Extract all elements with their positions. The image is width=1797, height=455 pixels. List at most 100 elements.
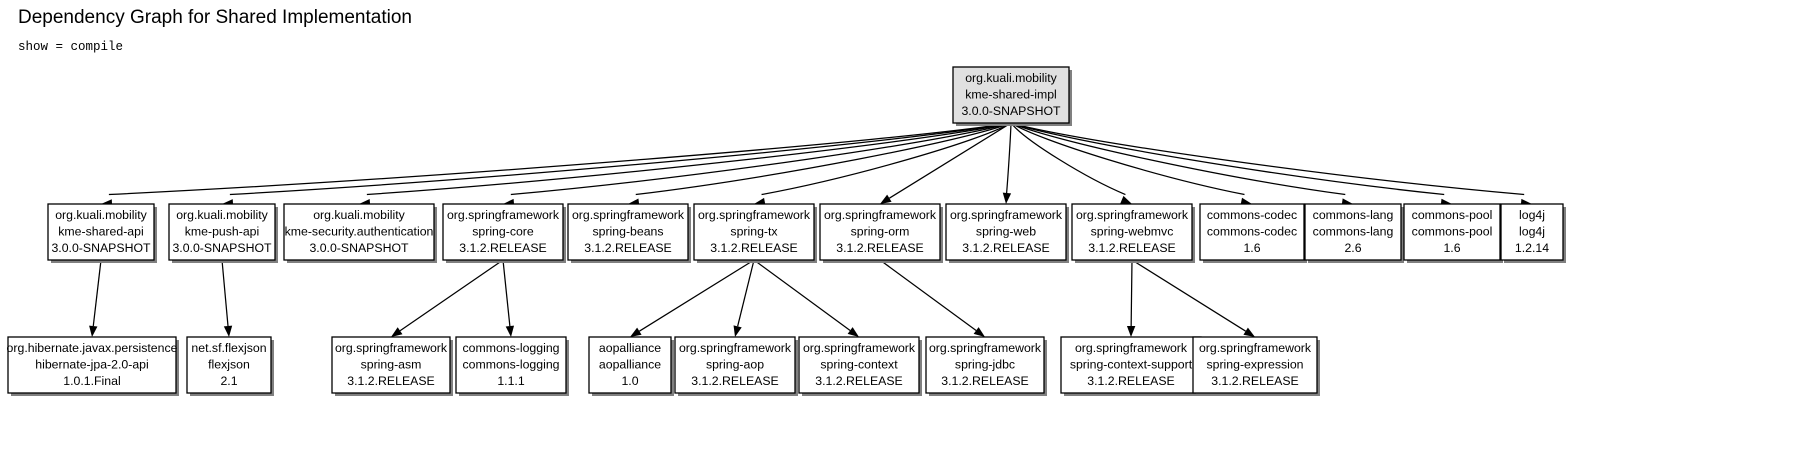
edge-spring-core-to-commons-logging [502,259,515,337]
edge-kme-shared-impl-to-spring-orm [880,122,1012,204]
arrow-head [1120,195,1132,204]
graph-node-spring-context[interactable]: org.springframeworkspring-context3.1.2.R… [798,336,922,396]
graph-node-hibernate-jpa-2.0-api[interactable]: org.hibernate.javax.persistencehibernate… [7,336,179,396]
node-box[interactable] [1304,203,1402,261]
node-group-id: org.springframework [950,208,1063,222]
node-artifact-id: spring-context-support [1070,357,1193,371]
node-box[interactable] [1500,203,1564,261]
edge-spring-tx-to-aopalliance [630,259,755,337]
node-artifact-id: commons-pool [1412,224,1493,238]
node-artifact-id: kme-security.authentication [285,224,434,238]
graph-node-spring-context-support[interactable]: org.springframework spring-context-suppor… [1060,336,1204,396]
node-artifact-id: commons-lang [1313,224,1394,238]
node-version: 3.1.2.RELEASE [347,374,435,388]
node-box[interactable] [442,203,564,261]
node-artifact-id: commons-logging [462,357,559,371]
edge-kme-shared-impl-to-spring-webmvc [1010,122,1132,204]
node-version: 3.1.2.RELEASE [459,241,547,255]
node-version: 3.1.2.RELEASE [1211,374,1299,388]
node-box[interactable] [186,336,272,394]
graph-node-spring-webmvc[interactable]: org.springframeworkspring-webmvc3.1.2.RE… [1071,203,1195,263]
graph-node-spring-beans[interactable]: org.springframeworkspring-beans3.1.2.REL… [567,203,691,263]
node-box[interactable] [945,203,1067,261]
graph-node-kme-shared-api[interactable]: org.kuali.mobilitykme-shared-api3.0.0-SN… [47,203,157,263]
node-box[interactable] [1199,203,1305,261]
node-group-id: org.kuali.mobility [55,208,147,222]
node-artifact-id: spring-asm [361,357,422,371]
node-group-id: org.kuali.mobility [313,208,405,222]
node-group-id: org.springframework [447,208,560,222]
graph-node-spring-aop[interactable]: org.springframeworkspring-aop3.1.2.RELEA… [674,336,798,396]
node-layer: org.kuali.mobilitykme-shared-impl3.0.0-S… [7,66,1566,396]
node-group-id: org.springframework [335,341,448,355]
graph-node-spring-expression[interactable]: org.springframeworkspring-expression3.1.… [1192,336,1320,396]
node-group-id: net.sf.flexjson [191,341,266,355]
node-artifact-id: kme-shared-api [58,224,143,238]
node-box[interactable] [925,336,1045,394]
edge-kme-shared-impl-to-kme-shared-api [101,122,1012,208]
node-box[interactable] [1071,203,1193,261]
node-group-id: commons-lang [1313,208,1394,222]
node-version: 1.1.1 [497,374,525,388]
node-version: 3.1.2.RELEASE [584,241,672,255]
edge-spring-orm-to-spring-jdbc [879,259,985,337]
node-box[interactable] [283,203,435,261]
node-box[interactable] [331,336,451,394]
node-artifact-id: aopalliance [599,357,661,371]
graph-node-spring-tx[interactable]: org.springframeworkspring-tx3.1.2.RELEAS… [693,203,817,263]
arrow-head [630,327,642,337]
arrow-head [505,325,515,337]
node-box[interactable] [1192,336,1318,394]
node-group-id: org.springframework [1075,341,1188,355]
graph-node-spring-core[interactable]: org.springframeworkspring-core3.1.2.RELE… [442,203,566,263]
node-box[interactable] [674,336,796,394]
edge-spring-core-to-spring-asm [391,259,504,337]
node-artifact-id: spring-aop [706,357,764,371]
edge-kme-shared-impl-to-log4j [1010,122,1532,208]
node-box[interactable] [567,203,689,261]
node-box[interactable] [7,336,177,394]
node-version: 3.0.0-SNAPSHOT [961,104,1061,118]
node-box[interactable] [798,336,920,394]
graph-node-kme-security-authentication[interactable]: org.kuali.mobility kme-security.authentic… [283,203,437,263]
node-box[interactable] [588,336,672,394]
edge-spring-webmvc-to-spring-context-support [1126,259,1136,337]
edge-kme-shared-api-to-hibernate-jpa-2.0-api [89,259,102,337]
node-version: 3.1.2.RELEASE [941,374,1029,388]
graph-node-kme-shared-impl[interactable]: org.kuali.mobilitykme-shared-impl3.0.0-S… [952,66,1072,126]
node-box[interactable] [819,203,941,261]
node-version: 3.1.2.RELEASE [691,374,779,388]
node-box[interactable] [1060,336,1202,394]
node-group-id: org.springframework [1076,208,1189,222]
node-box[interactable] [455,336,567,394]
graph-node-spring-asm[interactable]: org.springframework spring-asm 3.1.2.RELEA… [331,336,453,396]
node-version: 3.1.2.RELEASE [962,241,1050,255]
node-artifact-id: commons-codec [1207,224,1297,238]
node-version: 3.1.2.RELEASE [710,241,798,255]
node-version: 3.0.0-SNAPSHOT [309,241,409,255]
node-version: 3.1.2.RELEASE [815,374,903,388]
arrow-head [847,327,859,337]
node-box[interactable] [952,66,1070,124]
graph-node-spring-web[interactable]: org.springframeworkspring-web3.1.2.RELEA… [945,203,1069,263]
graph-node-spring-jdbc[interactable]: org.springframeworkspring-jdbc3.1.2.RELE… [925,336,1047,396]
edge-kme-shared-impl-to-spring-tx [754,122,1012,207]
edge-kme-shared-impl-to-commons-pool [1010,122,1452,208]
graph-node-spring-orm[interactable]: org.springframeworkspring-orm3.1.2.RELEA… [819,203,943,263]
node-box[interactable] [168,203,276,261]
node-box[interactable] [1403,203,1501,261]
node-box[interactable] [693,203,815,261]
graph-node-kme-push-api[interactable]: org.kuali.mobilitykme-push-api3.0.0-SNAP… [168,203,278,263]
edge-kme-push-api-to-flexjson [221,259,233,337]
node-box[interactable] [47,203,155,261]
node-version: 3.0.0-SNAPSHOT [172,241,272,255]
edge-kme-shared-impl-to-spring-web [1002,122,1012,204]
